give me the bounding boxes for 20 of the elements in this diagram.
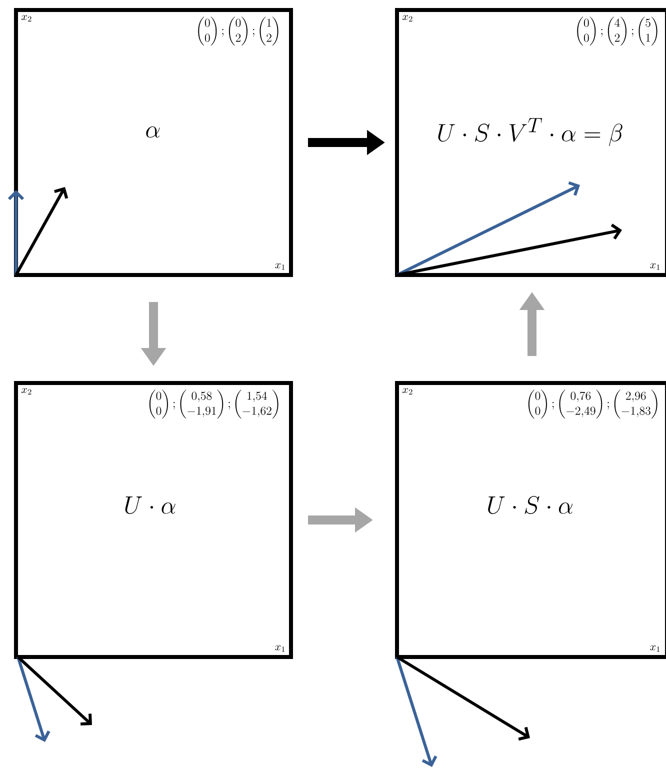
formula: $U\cdot\alpha$ [125, 496, 176, 514]
formula: $U\cdot S\cdot\alpha$ [488, 496, 573, 514]
plot-panel [14, 381, 293, 659]
formula: $U\cdot S\cdot V^T\cdot\alpha=\beta$ [438, 118, 622, 146]
axis-label: $x_1$ [650, 263, 660, 270]
formula: $\alpha$ [146, 126, 160, 138]
plot-panel [395, 8, 666, 277]
axis-label: $x_1$ [650, 645, 660, 652]
plot-panel [395, 381, 666, 659]
axis-label: $x_2$ [402, 388, 412, 395]
vector-list: $\begin{pmatrix}0\\0\end{pmatrix};\begin{pmatrix}0{,}58\\-1{,}91\end{pmatrix};\begin{pmatrix}1{,}54\\-1{,}62\end{pmatrix}$ [149, 390, 278, 419]
vector-list: $\begin{pmatrix}0\\0\end{pmatrix};\begin{pmatrix}0{,}76\\-2{,}49\end{pmatrix};\begin{pmatrix}2{,}96\\-1{,}83\end{pmatrix}$ [528, 390, 658, 419]
axis-label: $x_1$ [275, 645, 285, 652]
axis-label: $x_1$ [275, 263, 285, 270]
axis-label: $x_2$ [22, 15, 32, 22]
axis-label: $x_2$ [22, 388, 32, 395]
vector-list: $\begin{pmatrix}0\\0\end{pmatrix};\begin{pmatrix}0\\2\end{pmatrix};\begin{pmatrix}1\\2\end{pmatrix}$ [198, 16, 278, 46]
vector-list: $\begin{pmatrix}0\\0\end{pmatrix};\begin{pmatrix}4\\2\end{pmatrix};\begin{pmatrix}5\\1\end{pmatrix}$ [577, 16, 658, 46]
axis-label: $x_2$ [402, 15, 412, 22]
plot-panel [14, 8, 293, 277]
